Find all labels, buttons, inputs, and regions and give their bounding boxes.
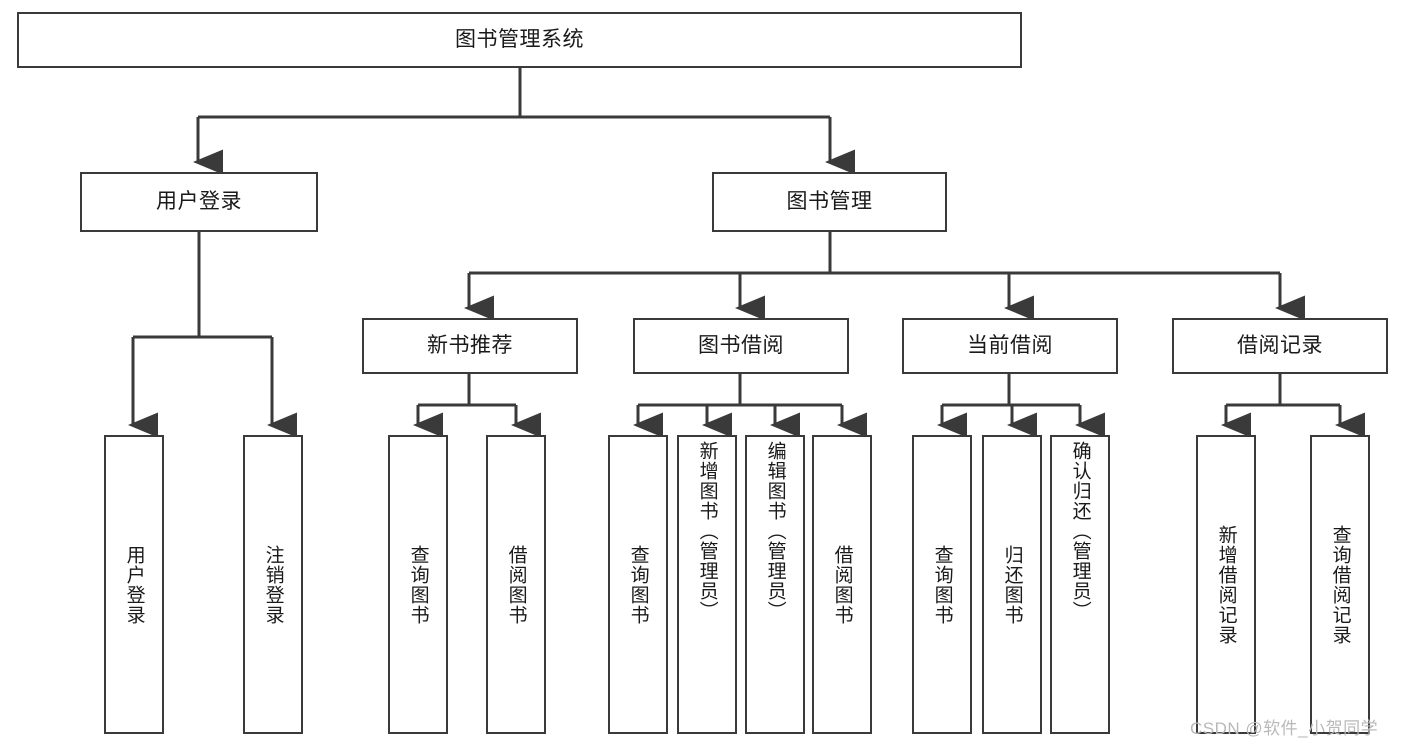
node-root[interactable]: 图书管理系统 — [17, 12, 1022, 68]
node-leaf-user-login[interactable]: 用户登录 — [104, 435, 164, 734]
node-leaf-confirm-return[interactable]: 确认归还（管理员） — [1050, 435, 1110, 734]
node-current-borrow[interactable]: 当前借阅 — [902, 318, 1118, 374]
node-leaf-query-book-3[interactable]: 查询图书 — [912, 435, 972, 734]
node-borrow-record[interactable]: 借阅记录 — [1172, 318, 1388, 374]
node-leaf-add-record[interactable]: 新增借阅记录 — [1196, 435, 1256, 734]
node-book-management[interactable]: 图书管理 — [712, 172, 947, 232]
node-leaf-borrow-book-1[interactable]: 借阅图书 — [486, 435, 546, 734]
csdn-watermark: CSDN @软件_小贺同学 — [1190, 719, 1379, 738]
node-leaf-borrow-book-2[interactable]: 借阅图书 — [812, 435, 872, 734]
node-leaf-query-book-2[interactable]: 查询图书 — [608, 435, 668, 734]
node-new-book-recommend[interactable]: 新书推荐 — [362, 318, 578, 374]
node-leaf-query-record[interactable]: 查询借阅记录 — [1310, 435, 1370, 734]
node-leaf-edit-book[interactable]: 编辑图书（管理员） — [745, 435, 805, 734]
node-book-borrow[interactable]: 图书借阅 — [633, 318, 849, 374]
node-leaf-query-book-1[interactable]: 查询图书 — [388, 435, 448, 734]
node-leaf-add-book[interactable]: 新增图书（管理员） — [677, 435, 737, 734]
node-leaf-return-book[interactable]: 归还图书 — [982, 435, 1042, 734]
node-leaf-logout[interactable]: 注销登录 — [243, 435, 303, 734]
node-user-login[interactable]: 用户登录 — [80, 172, 318, 232]
